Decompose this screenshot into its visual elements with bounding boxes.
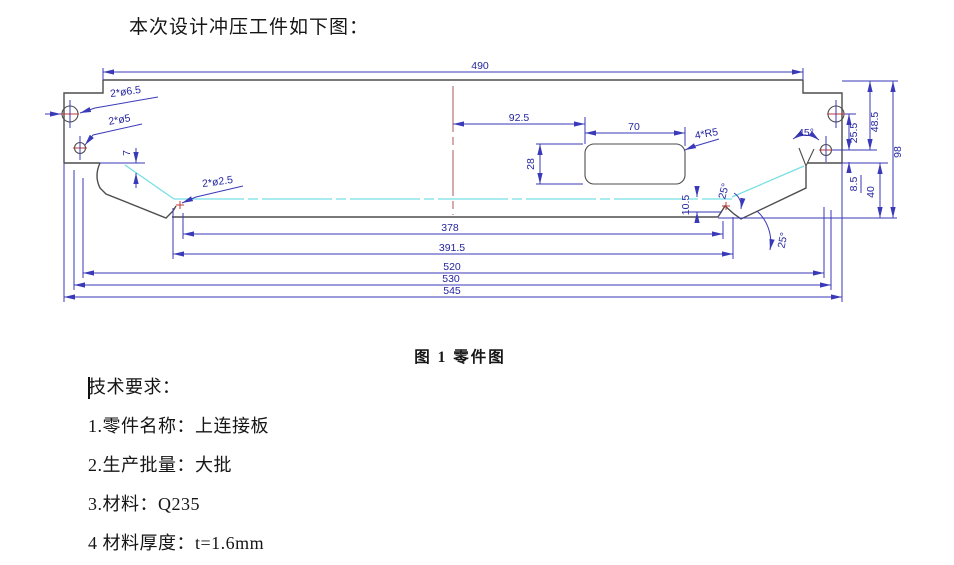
dim-angle-25-b: 25° bbox=[776, 231, 791, 249]
part-outline bbox=[63, 79, 843, 220]
notes-title: 技术要求： bbox=[88, 377, 181, 397]
dim-slot-radius: 4*R5 bbox=[694, 126, 719, 142]
dim-70: 70 bbox=[628, 121, 640, 133]
dim-98: 98 bbox=[892, 146, 904, 158]
dim-378: 378 bbox=[441, 222, 459, 234]
technical-notes: 技术要求： 1.零件名称：上连接板 2.生产批量：大批 3.材料：Q235 4 … bbox=[88, 374, 269, 565]
dim-490: 490 bbox=[471, 60, 489, 72]
dimensions: 490 92.5 70 28 4*R5 2*ø6.5 2*ø5 2*ø2.5 4… bbox=[63, 60, 904, 302]
dim-10-5: 10.5 bbox=[680, 195, 692, 216]
dim-391-5: 391.5 bbox=[439, 242, 465, 254]
dim-545: 545 bbox=[443, 285, 461, 297]
dim-530: 530 bbox=[442, 273, 460, 285]
note-item-1: 1.零件名称：上连接板 bbox=[88, 416, 269, 436]
slot-cutout bbox=[584, 143, 686, 185]
holes bbox=[45, 100, 845, 210]
figure-caption: 图 1 零件图 bbox=[414, 349, 506, 366]
dim-520: 520 bbox=[443, 261, 461, 273]
dim-92-5: 92.5 bbox=[509, 112, 530, 124]
intro-text: 本次设计冲压工件如下图： bbox=[129, 17, 370, 38]
dim-48-5: 48.5 bbox=[869, 112, 881, 133]
dim-holes-6-5: 2*ø6.5 bbox=[109, 84, 141, 100]
note-item-4: 4 材料厚度：t=1.6mm bbox=[88, 533, 265, 553]
note-item-2: 2.生产批量：大批 bbox=[88, 455, 232, 475]
dim-25-5: 25.5 bbox=[848, 123, 860, 144]
dim-40: 40 bbox=[865, 186, 877, 198]
dim-holes-2-5: 2*ø2.5 bbox=[201, 174, 233, 190]
dim-8-5: 8.5 bbox=[848, 177, 860, 192]
dim-angle-45: 45° bbox=[798, 127, 814, 139]
dim-28: 28 bbox=[525, 158, 537, 170]
dim-holes-5: 2*ø5 bbox=[108, 112, 132, 128]
bend-lines bbox=[124, 164, 805, 200]
dim-angle-25-a: 25° bbox=[716, 182, 732, 200]
part-drawing: 490 92.5 70 28 4*R5 2*ø6.5 2*ø5 2*ø2.5 4… bbox=[45, 60, 904, 302]
dim-7: 7 bbox=[121, 150, 133, 156]
text-cursor bbox=[88, 377, 90, 399]
note-item-3: 3.材料：Q235 bbox=[88, 494, 200, 514]
